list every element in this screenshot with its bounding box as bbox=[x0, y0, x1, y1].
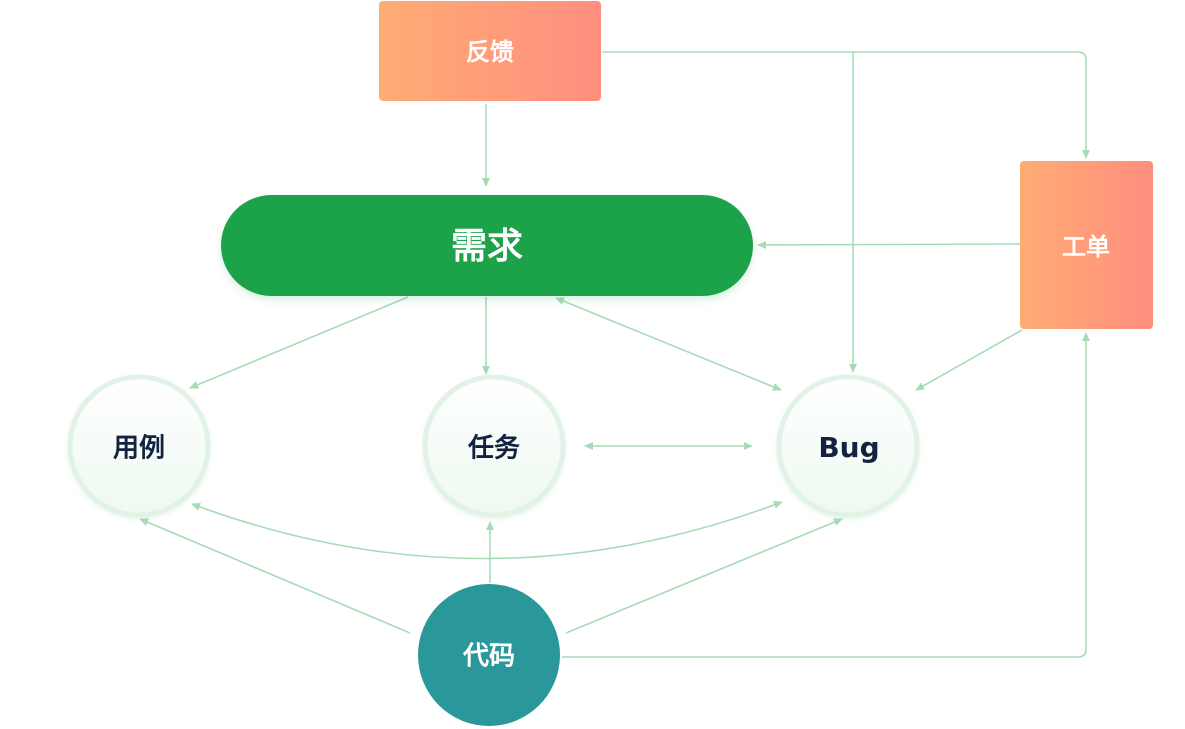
task-node[interactable]: 任务 bbox=[422, 374, 566, 518]
feedback-label: 反馈 bbox=[466, 38, 514, 66]
task-label: 任务 bbox=[467, 434, 520, 464]
ticket-node[interactable]: 工单 bbox=[1020, 161, 1153, 329]
arrow-code-to-use-case bbox=[139, 518, 411, 634]
requirement-node[interactable]: 需求 bbox=[221, 195, 753, 296]
arrow-code-to-bug bbox=[565, 518, 843, 634]
bug-node[interactable]: Bug bbox=[776, 374, 920, 518]
arrow-feedback-to-ticket bbox=[602, 51, 1091, 159]
use-case-label: 用例 bbox=[113, 434, 165, 464]
arrow-ticket-to-requirement bbox=[757, 240, 1021, 250]
arrow-ticket-to-bug bbox=[915, 329, 1023, 391]
requirement-label: 需求 bbox=[451, 226, 523, 267]
connectors bbox=[139, 51, 1091, 658]
arrow-code-to-ticket bbox=[562, 332, 1091, 658]
ticket-label: 工单 bbox=[1062, 233, 1110, 261]
code-node[interactable]: 代码 bbox=[418, 584, 560, 726]
arrow-use-case-bug-bidirectional bbox=[191, 501, 783, 560]
arrow-requirement-bug-bidirectional bbox=[555, 297, 782, 391]
code-label: 代码 bbox=[462, 642, 515, 672]
feedback-node[interactable]: 反馈 bbox=[379, 1, 601, 101]
use-case-node[interactable]: 用例 bbox=[67, 374, 211, 518]
arrow-requirement-to-use-case bbox=[189, 296, 409, 389]
bug-label: Bug bbox=[818, 431, 879, 464]
